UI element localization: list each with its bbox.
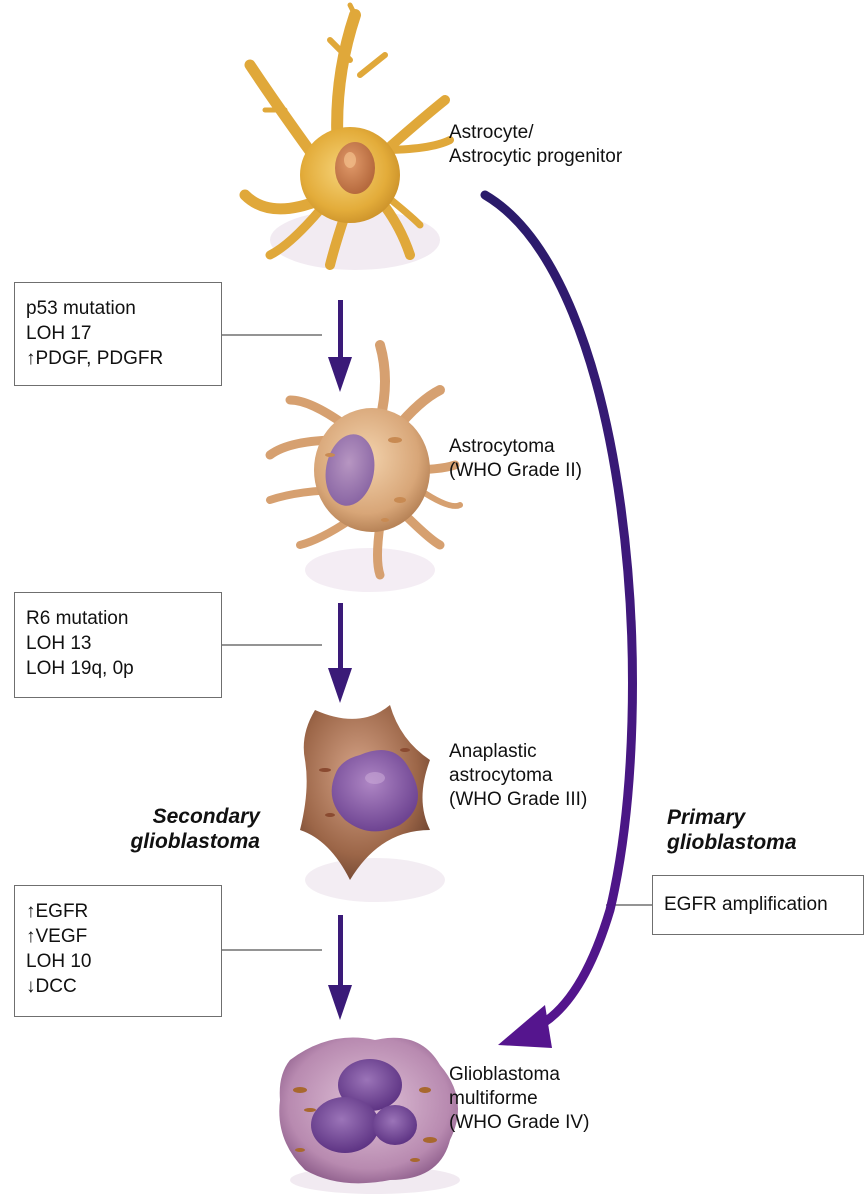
- step3-line-2: ↑VEGF: [26, 924, 221, 949]
- primary-pathway-label: Primary glioblastoma: [667, 805, 797, 855]
- primary-change-box: EGFR amplification: [652, 875, 864, 935]
- step3-line-3: LOH 10: [26, 949, 221, 974]
- stage-anaplastic-line-1: Anaplastic: [449, 740, 587, 764]
- step1-mutation-box: p53 mutation LOH 17 ↑PDGF, PDGFR: [14, 282, 222, 386]
- stage-gbm-line-2: multiforme: [449, 1087, 589, 1111]
- step3-mutation-box: ↑EGFR ↑VEGF LOH 10 ↓DCC: [14, 885, 222, 1017]
- step1-line-1: p53 mutation: [26, 296, 221, 321]
- stage-gbm-line-3: (WHO Grade IV): [449, 1111, 589, 1135]
- stage-anaplastic-line-3: (WHO Grade III): [449, 788, 587, 812]
- stage-gbm-line-1: Glioblastoma: [449, 1063, 589, 1087]
- anaplastic-astrocytoma-cell: [300, 705, 430, 880]
- stage-astrocyte-line-1: Astrocyte/: [449, 121, 622, 145]
- box-connectors: [221, 335, 652, 950]
- glioblastoma-multiforme-cell: [279, 1038, 458, 1184]
- stage-anaplastic-line-2: astrocytoma: [449, 764, 587, 788]
- step2-mutation-box: R6 mutation LOH 13 LOH 19q, 0p: [14, 592, 222, 698]
- stage-astrocytoma-line-2: (WHO Grade II): [449, 459, 582, 483]
- anaplastic-shadow: [305, 858, 445, 902]
- primary-line-label-2: glioblastoma: [667, 830, 797, 855]
- secondary-line-2: glioblastoma: [110, 829, 260, 854]
- step-arrows: [328, 300, 352, 1020]
- step1-line-2: LOH 17: [26, 321, 221, 346]
- primary-pathway-arrow: [485, 195, 632, 1030]
- astrocytoma-cell: [270, 345, 460, 575]
- step2-line-2: LOH 13: [26, 631, 221, 656]
- step3-line-4: ↓DCC: [26, 974, 221, 999]
- stage-label-gbm: Glioblastoma multiforme (WHO Grade IV): [449, 1063, 589, 1135]
- step3-line-1: ↑EGFR: [26, 899, 221, 924]
- stage-label-astrocyte: Astrocyte/ Astrocytic progenitor: [449, 121, 622, 169]
- step1-line-3: ↑PDGF, PDGFR: [26, 346, 221, 371]
- stage-astrocytoma-line-1: Astrocytoma: [449, 435, 582, 459]
- stage-label-astrocytoma: Astrocytoma (WHO Grade II): [449, 435, 582, 483]
- primary-pathway-arrowhead: [498, 1005, 552, 1048]
- astrocytoma-shadow: [305, 548, 435, 592]
- primary-line-1: EGFR amplification: [664, 892, 863, 917]
- stage-astrocyte-line-2: Astrocytic progenitor: [449, 145, 622, 169]
- secondary-line-1: Secondary: [110, 804, 260, 829]
- step2-line-1: R6 mutation: [26, 606, 221, 631]
- stage-label-anaplastic: Anaplastic astrocytoma (WHO Grade III): [449, 740, 587, 812]
- secondary-pathway-label: Secondary glioblastoma: [110, 804, 260, 854]
- primary-line-label-1: Primary: [667, 805, 797, 830]
- step2-line-3: LOH 19q, 0p: [26, 656, 221, 681]
